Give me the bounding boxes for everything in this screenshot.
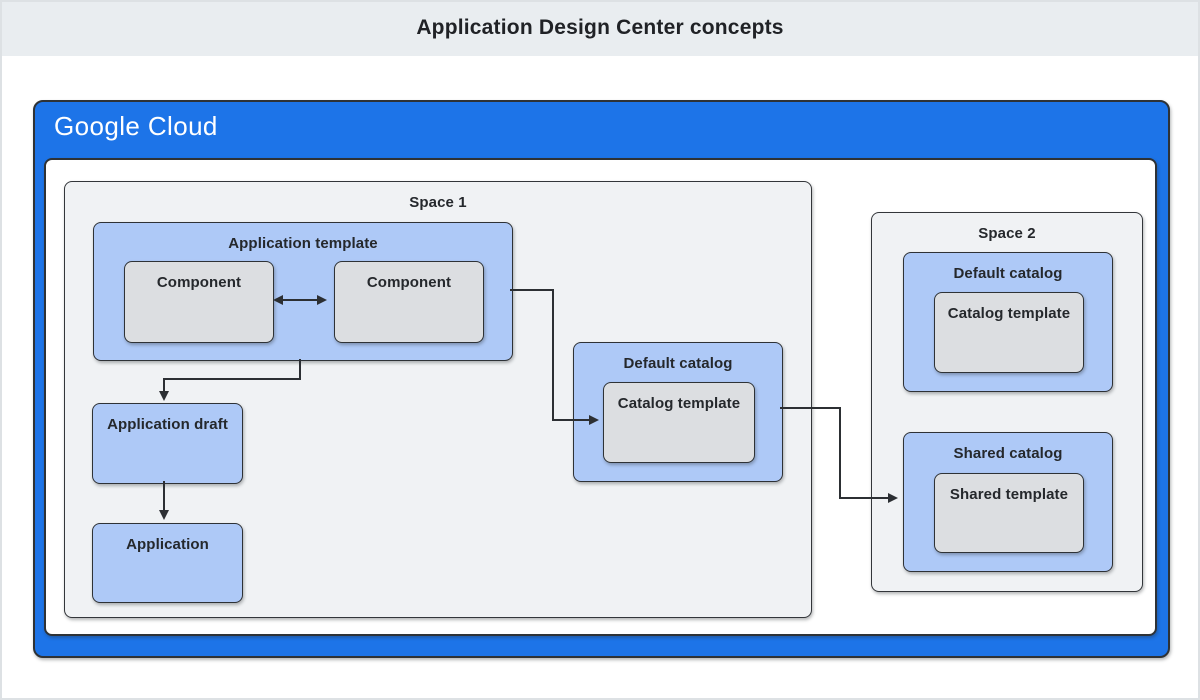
google-cloud-container: Google Cloud Space 1 Application templat… bbox=[33, 100, 1170, 658]
space1-box: Space 1 Application template Component C… bbox=[64, 181, 812, 618]
component-left-box: Component bbox=[124, 261, 274, 343]
space1-label: Space 1 bbox=[409, 194, 467, 211]
space2-box: Space 2 Default catalog Catalog template… bbox=[871, 212, 1143, 592]
google-cloud-wordmark: Google Cloud bbox=[54, 111, 218, 141]
space1-default-catalog-label: Default catalog bbox=[623, 355, 733, 372]
shared-template-label: Shared template bbox=[949, 486, 1069, 503]
space2-label: Space 2 bbox=[978, 225, 1036, 242]
application-draft-label: Application draft bbox=[107, 416, 228, 433]
space1-catalog-template-box: Catalog template bbox=[603, 382, 755, 463]
application-draft-box: Application draft bbox=[92, 403, 243, 484]
application-box: Application bbox=[92, 523, 243, 603]
space2-default-catalog-label: Default catalog bbox=[953, 265, 1063, 282]
shared-catalog-label: Shared catalog bbox=[953, 445, 1063, 462]
application-label: Application bbox=[126, 536, 209, 553]
component-right-label: Component bbox=[366, 274, 452, 291]
space1-default-catalog-box: Default catalog Catalog template bbox=[573, 342, 783, 482]
shared-catalog-box: Shared catalog Shared template bbox=[903, 432, 1113, 572]
space2-catalog-template-box: Catalog template bbox=[934, 292, 1084, 373]
project-container: Space 1 Application template Component C… bbox=[44, 158, 1157, 636]
shared-template-box: Shared template bbox=[934, 473, 1084, 553]
application-template-label: Application template bbox=[228, 235, 378, 252]
component-left-label: Component bbox=[156, 274, 242, 291]
space1-catalog-template-label: Catalog template bbox=[617, 395, 741, 412]
page-title: Application Design Center concepts bbox=[416, 16, 784, 39]
application-template-box: Application template Component Component bbox=[93, 222, 513, 361]
diagram-header: Application Design Center concepts bbox=[0, 0, 1200, 56]
space2-default-catalog-box: Default catalog Catalog template bbox=[903, 252, 1113, 392]
space2-catalog-template-label: Catalog template bbox=[947, 305, 1071, 322]
component-right-box: Component bbox=[334, 261, 484, 343]
